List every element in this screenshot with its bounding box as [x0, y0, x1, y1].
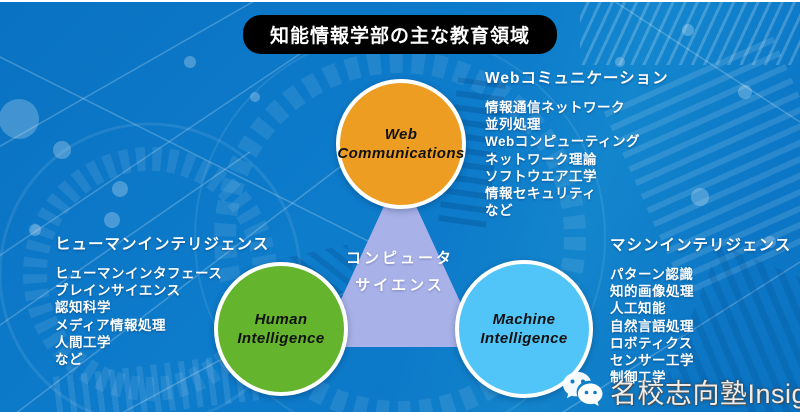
list-item: ネットワーク理論 [485, 151, 597, 167]
triangle-label: コンピュータ サイエンス [335, 245, 465, 299]
infographic-banner: 知能情報学部の主な教育領域 コンピュータ サイエンス Web Communica… [0, 2, 800, 412]
human-intelligence-items: ヒューマンインタフェースブレインサイエンス認知科学メディア情報処理人間工学など [55, 265, 269, 368]
list-item: 人間工学 [55, 334, 111, 350]
list-item: 認知科学 [55, 300, 111, 316]
wechat-icon [563, 372, 603, 406]
list-item: 情報セキュリティ [485, 186, 597, 202]
machine-intelligence-list: マシンインテリジェンス パターン認識知的画像処理人工知能自然言語処理ロボティクス… [610, 233, 791, 386]
list-item: など [55, 352, 83, 368]
human-intelligence-circle-label: Human Intelligence [237, 311, 325, 347]
list-item: 情報通信ネットワーク [485, 100, 625, 115]
list-item: ロボティクス [610, 335, 693, 351]
web-communications-circle: Web Communications [336, 79, 466, 209]
list-item: Webコンピューティング [485, 134, 640, 150]
list-item: パターン認識 [610, 267, 694, 282]
web-communications-circle-label: Web Communications [337, 126, 465, 162]
page-title: 知能情報学部の主な教育領域 [242, 15, 558, 54]
list-item: 自然言語処理 [610, 318, 694, 334]
watermark: 名校志向塾Insights [560, 368, 800, 412]
list-item: ヒューマンインタフェース [55, 266, 223, 281]
list-item: 知的画像処理 [610, 284, 694, 300]
list-item: メディア情報処理 [55, 317, 167, 333]
machine-intelligence-circle-label: Machine Intelligence [480, 311, 568, 347]
list-item: ブレインサイエンス [55, 283, 181, 299]
list-item: ソフトウエア工学 [485, 168, 597, 184]
list-item: 並列処理 [485, 117, 541, 133]
list-item: など [485, 203, 513, 219]
triangle-label-line2: サイエンス [355, 277, 445, 294]
human-intelligence-heading: ヒューマンインテリジェンス [55, 236, 270, 253]
list-item: センサー工学 [610, 353, 694, 369]
list-item: 制御工学 [610, 370, 666, 386]
machine-intelligence-items: パターン認識知的画像処理人工知能自然言語処理ロボティクスセンサー工学制御工学 [610, 266, 791, 386]
list-item: 人工知能 [610, 301, 666, 317]
machine-intelligence-heading: マシンインテリジェンス [610, 237, 792, 254]
triangle-label-line1: コンピュータ [345, 250, 454, 267]
human-intelligence-list: ヒューマンインテリジェンス ヒューマンインタフェースブレインサイエンス認知科学メ… [55, 232, 269, 368]
web-communications-heading: Webコミュニケーション [485, 70, 669, 87]
bg-stripe-pattern [580, 2, 800, 65]
watermark-text: 名校志向塾Insights [610, 378, 800, 409]
